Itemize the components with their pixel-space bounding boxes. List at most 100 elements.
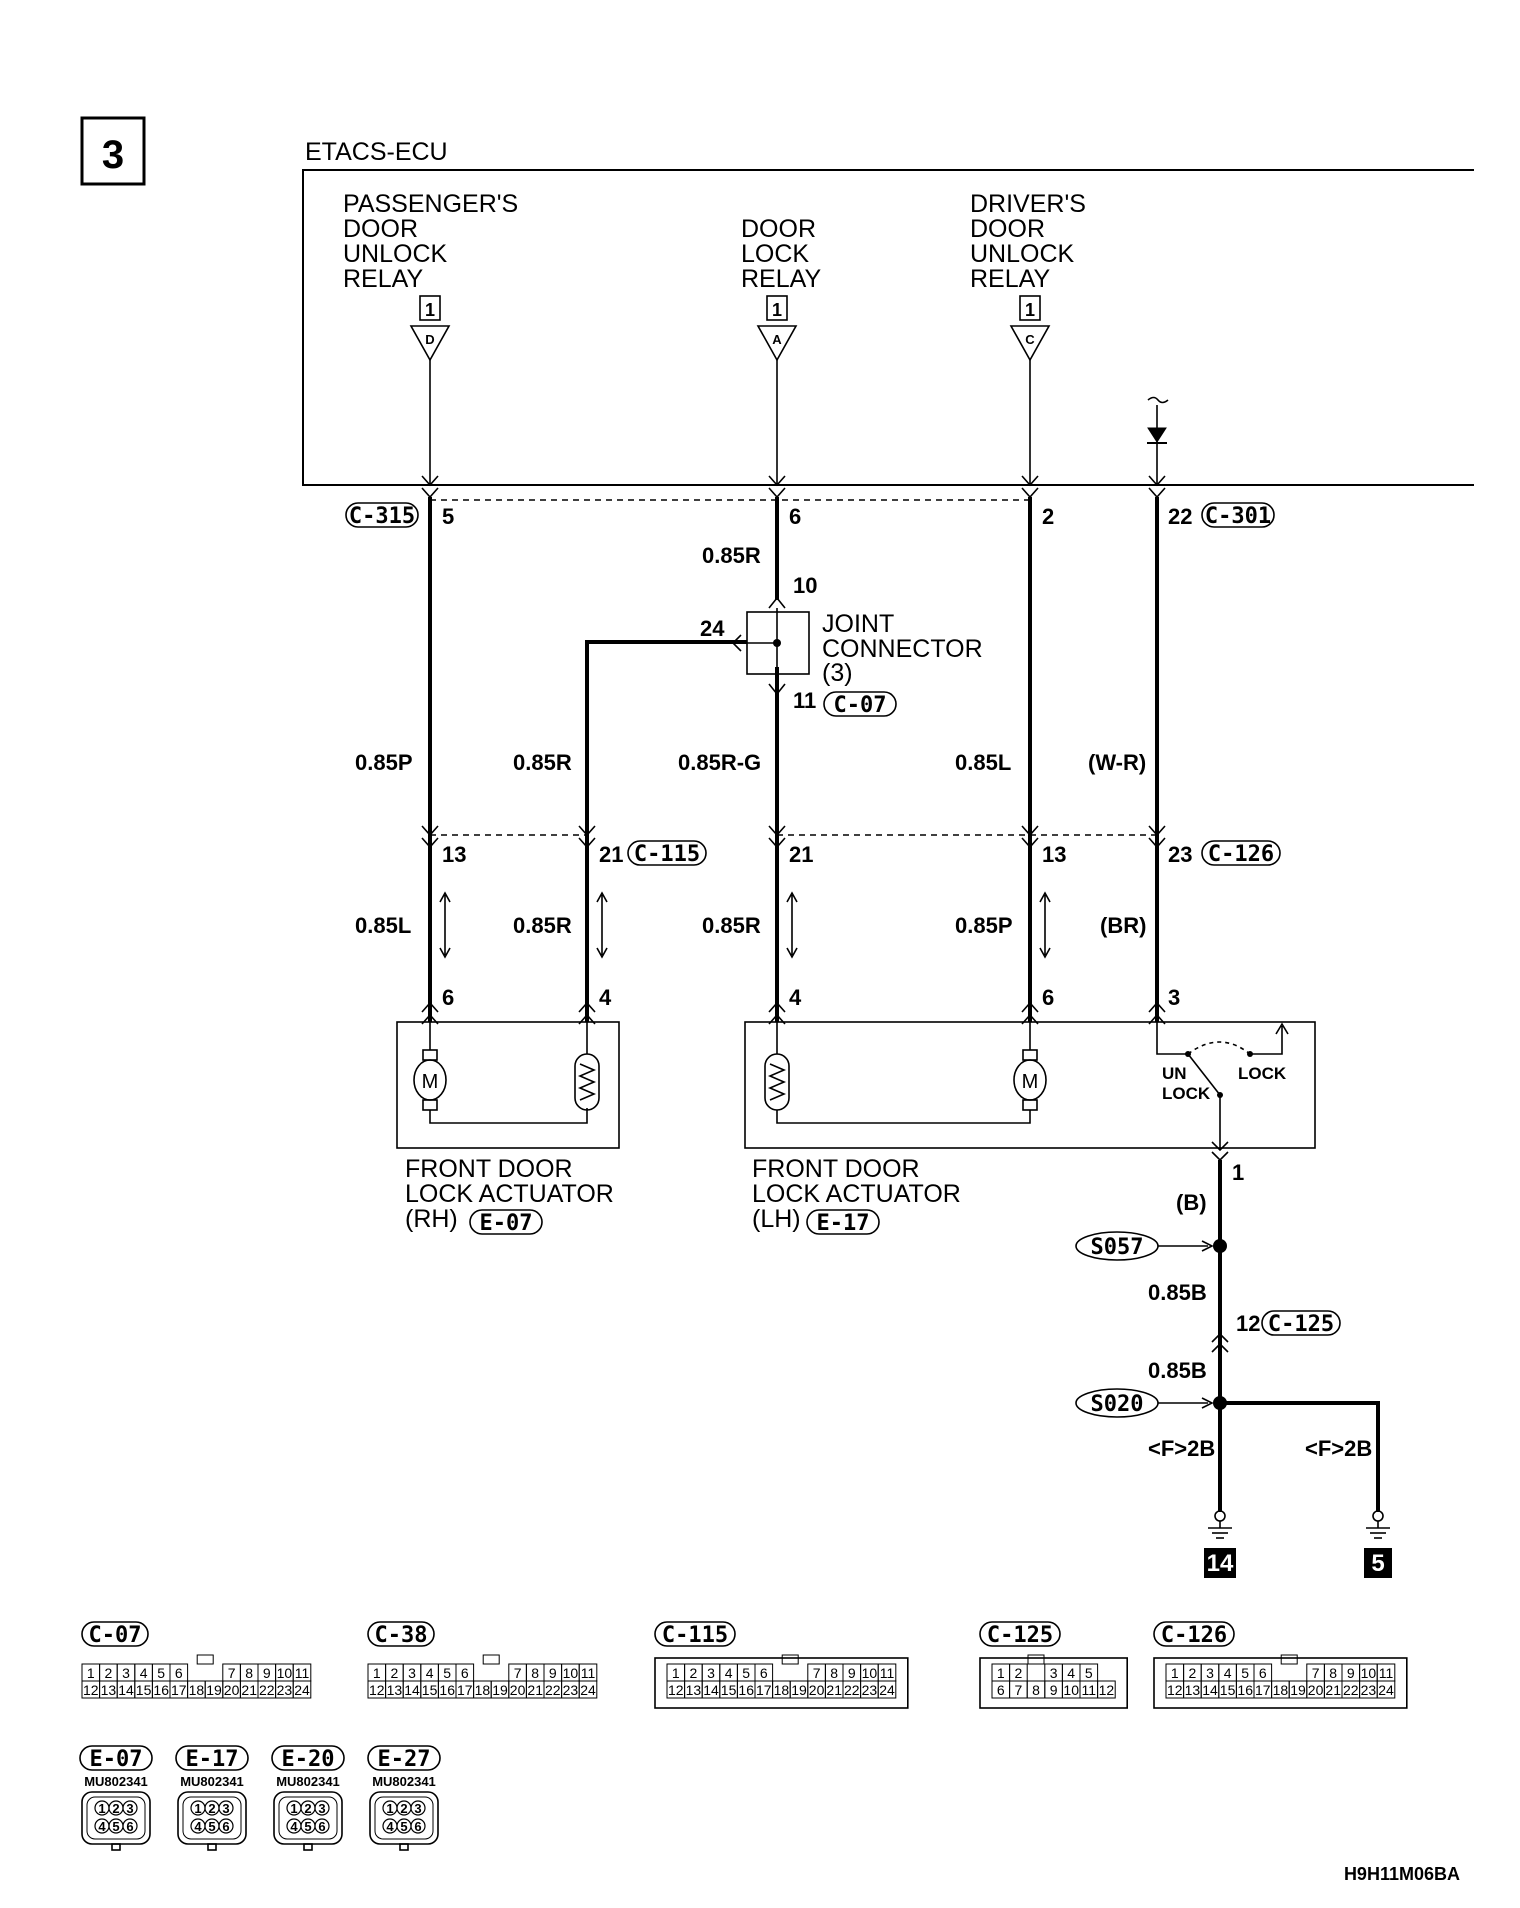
ground-wire-low: 0.85B	[1148, 1358, 1207, 1383]
connector-c315: C-315	[345, 502, 419, 529]
connector-pin-label: 6	[1259, 1665, 1267, 1681]
wire-label-4: (W-R)	[1088, 750, 1146, 775]
connector-pin-label: 9	[263, 1665, 271, 1681]
connector-pin-label: 1	[672, 1665, 680, 1681]
svg-text:DOOR: DOOR	[343, 215, 418, 243]
connector-pin-label: 4	[140, 1665, 148, 1681]
connector-pin-label: 20	[224, 1682, 240, 1698]
pin-c115-21: 21	[599, 842, 623, 867]
relay-symbol-driver: 1 C	[1009, 295, 1051, 362]
connector-pin-label: 9	[1347, 1665, 1355, 1681]
ecu-title: ETACS-ECU	[305, 138, 448, 166]
ground-label-right: <F>2B	[1305, 1436, 1372, 1461]
connector-pin-label: 1	[87, 1665, 95, 1681]
small-connector-part: MU802341	[84, 1774, 148, 1789]
svg-text:FRONT DOOR: FRONT DOOR	[752, 1155, 920, 1183]
pin-c315-5: 5	[442, 504, 454, 529]
connector-pin-label: 23	[1361, 1682, 1377, 1698]
connector-c115: C-115	[627, 840, 707, 867]
small-connector-pin: 4	[386, 1819, 394, 1834]
connector-pin-label: 11	[581, 1665, 596, 1681]
connector-pin-label: 10	[1361, 1665, 1377, 1681]
connector-pin-label: 5	[443, 1665, 451, 1681]
svg-text:C: C	[1025, 332, 1035, 347]
svg-text:1: 1	[1025, 300, 1035, 320]
small-connector-pin: 5	[400, 1819, 407, 1834]
small-connector-pin: 3	[414, 1801, 421, 1816]
actuator-pin-marks	[421, 1001, 1166, 1025]
connector-pin-label: 15	[136, 1682, 152, 1698]
splice-s057: S057	[1075, 1231, 1227, 1261]
svg-text:S057: S057	[1091, 1235, 1144, 1260]
connector-pin-label: 4	[1067, 1665, 1075, 1681]
relay-label-passenger: PASSENGER'S DOOR UNLOCK RELAY	[343, 190, 518, 293]
svg-text:PASSENGER'S: PASSENGER'S	[343, 190, 518, 218]
connector-pin-label: 22	[844, 1682, 860, 1698]
connector-pin-label: 10	[563, 1665, 579, 1681]
connector-pin-label: 8	[1329, 1665, 1337, 1681]
connector-pin-label: 18	[475, 1682, 491, 1698]
connector-pin-label: 21	[1325, 1682, 1341, 1698]
connector-pin-label: 17	[1255, 1682, 1271, 1698]
footer-code: H9H11M06BA	[1344, 1864, 1460, 1884]
connector-pin-label: 22	[1343, 1682, 1359, 1698]
connector-pin-label: 15	[721, 1682, 737, 1698]
connector-pin-label: 5	[1085, 1665, 1093, 1681]
connector-pin-label: 4	[426, 1665, 434, 1681]
diode-icon	[1147, 396, 1169, 485]
connector-pin-label: 6	[461, 1665, 469, 1681]
svg-text:DRIVER'S: DRIVER'S	[970, 190, 1086, 218]
ground-icon	[1208, 1510, 1232, 1539]
connector-pin-label: 3	[707, 1665, 715, 1681]
connector-pin-label: 6	[760, 1665, 768, 1681]
connector-pin-label: 23	[563, 1682, 579, 1698]
ground-point-5	[1364, 1548, 1392, 1578]
pin-center-13: 13	[1042, 842, 1066, 867]
connector-pin-label: 7	[813, 1665, 821, 1681]
ground-connector-pin: 12	[1236, 1311, 1260, 1336]
motor-icon: M	[776, 1022, 1047, 1124]
connector-e17-label: E-17	[806, 1209, 880, 1236]
connector-pin-label: 11	[295, 1665, 310, 1681]
connector-pin-label: 3	[1050, 1665, 1058, 1681]
ground-point-14	[1204, 1548, 1236, 1578]
connector-pin-label: 1	[373, 1665, 381, 1681]
connector-pin-label: 13	[686, 1682, 702, 1698]
lock-switch-icon	[1156, 1022, 1289, 1148]
svg-text:CONNECTOR: CONNECTOR	[822, 635, 983, 663]
motor-icon: M	[413, 1022, 588, 1124]
actuator-pin-0: 6	[442, 985, 454, 1010]
connector-view-name: C-125	[987, 1623, 1053, 1648]
ecu-connector-marks	[421, 475, 1166, 499]
connector-pin-label: 2	[391, 1665, 399, 1681]
svg-text:(3): (3)	[822, 659, 853, 687]
connector-e07-label: E-07	[469, 1209, 543, 1236]
pin-c126-23: 23	[1168, 842, 1192, 867]
ground-wire-top: (B)	[1176, 1190, 1207, 1215]
svg-text:D: D	[425, 332, 434, 347]
connector-pin-label: 24	[879, 1682, 895, 1698]
small-connector-pin: 2	[112, 1801, 119, 1816]
pin-c315-6: 6	[789, 504, 801, 529]
small-connector-pin: 4	[194, 1819, 202, 1834]
svg-text:FRONT DOOR: FRONT DOOR	[405, 1155, 573, 1183]
connector-pin-label: 2	[1189, 1665, 1197, 1681]
connector-pin-label: 16	[439, 1682, 455, 1698]
connector-pin-label: 12	[668, 1682, 684, 1698]
small-connector-pin: 5	[208, 1819, 215, 1834]
connector-pin-label: 3	[122, 1665, 130, 1681]
connector-pin-label: 14	[118, 1682, 134, 1698]
small-connector-pin: 6	[126, 1819, 133, 1834]
connector-pin-label: 23	[862, 1682, 878, 1698]
connector-pin-label: 24	[1378, 1682, 1394, 1698]
connector-pin-label: 16	[1237, 1682, 1253, 1698]
connector-pin-label: 14	[1202, 1682, 1218, 1698]
ground-wire-mid: 0.85B	[1148, 1280, 1207, 1305]
